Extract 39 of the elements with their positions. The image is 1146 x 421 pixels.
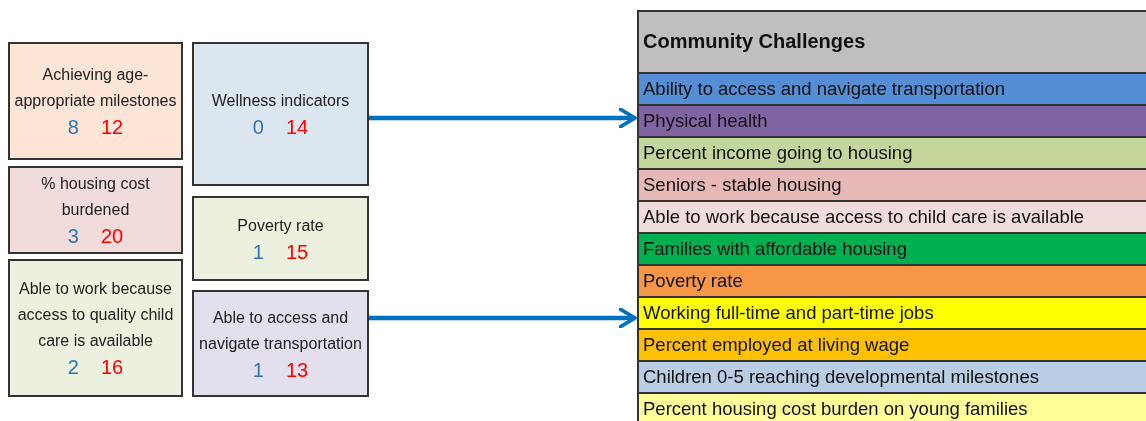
count-value: 1 (252, 357, 264, 383)
indicator-title: Able to access and navigate transportation (198, 307, 363, 354)
count-value: 2 (67, 355, 79, 380)
challenge-row: Percent housing cost burden on young families (639, 392, 1146, 421)
indicator-card (192, 196, 369, 281)
challenge-row: Ability to access and navigate transportation (639, 72, 1146, 104)
indicator-card (192, 290, 369, 397)
count-value: 8 (67, 115, 79, 140)
count-value: 20 (100, 224, 124, 249)
challenge-row: Percent employed at living wage (639, 328, 1146, 360)
challenges-table (637, 10, 1146, 421)
challenge-row: Percent income going to housing (639, 136, 1146, 168)
indicator-card (8, 166, 183, 254)
challenge-row: Families with affordable housing (639, 232, 1146, 264)
indicator-title: Achieving age-appropriate milestones (14, 65, 177, 111)
count-value: 1 (252, 239, 264, 265)
count-value: 16 (100, 355, 124, 380)
arrow (369, 107, 637, 129)
indicator-card (8, 42, 183, 160)
count-value: 0 (252, 115, 264, 140)
count-value: 13 (285, 357, 309, 383)
count-value: 12 (100, 115, 124, 140)
indicator-card (8, 259, 183, 397)
challenge-row: Seniors - stable housing (639, 168, 1146, 200)
challenge-row: Children 0-5 reaching developmental milestones (639, 360, 1146, 392)
challenge-row: Working full-time and part-time jobs (639, 296, 1146, 328)
indicator-card (192, 42, 369, 186)
challenge-row: Physical health (639, 104, 1146, 136)
count-value: 14 (285, 115, 309, 140)
indicator-title: % housing cost burdened (40, 174, 151, 220)
count-value: 15 (285, 239, 309, 265)
arrow (369, 307, 637, 329)
indicator-title: Able to work because access to quality child care is available (16, 279, 175, 351)
indicator-title: Poverty rate (237, 215, 324, 236)
table-header: Community Challenges (643, 30, 866, 53)
challenge-row: Poverty rate (639, 264, 1146, 296)
challenge-row: Able to work because access to child care is available (639, 200, 1146, 232)
indicator-title: Wellness indicators (211, 91, 350, 111)
count-value: 3 (67, 224, 79, 249)
